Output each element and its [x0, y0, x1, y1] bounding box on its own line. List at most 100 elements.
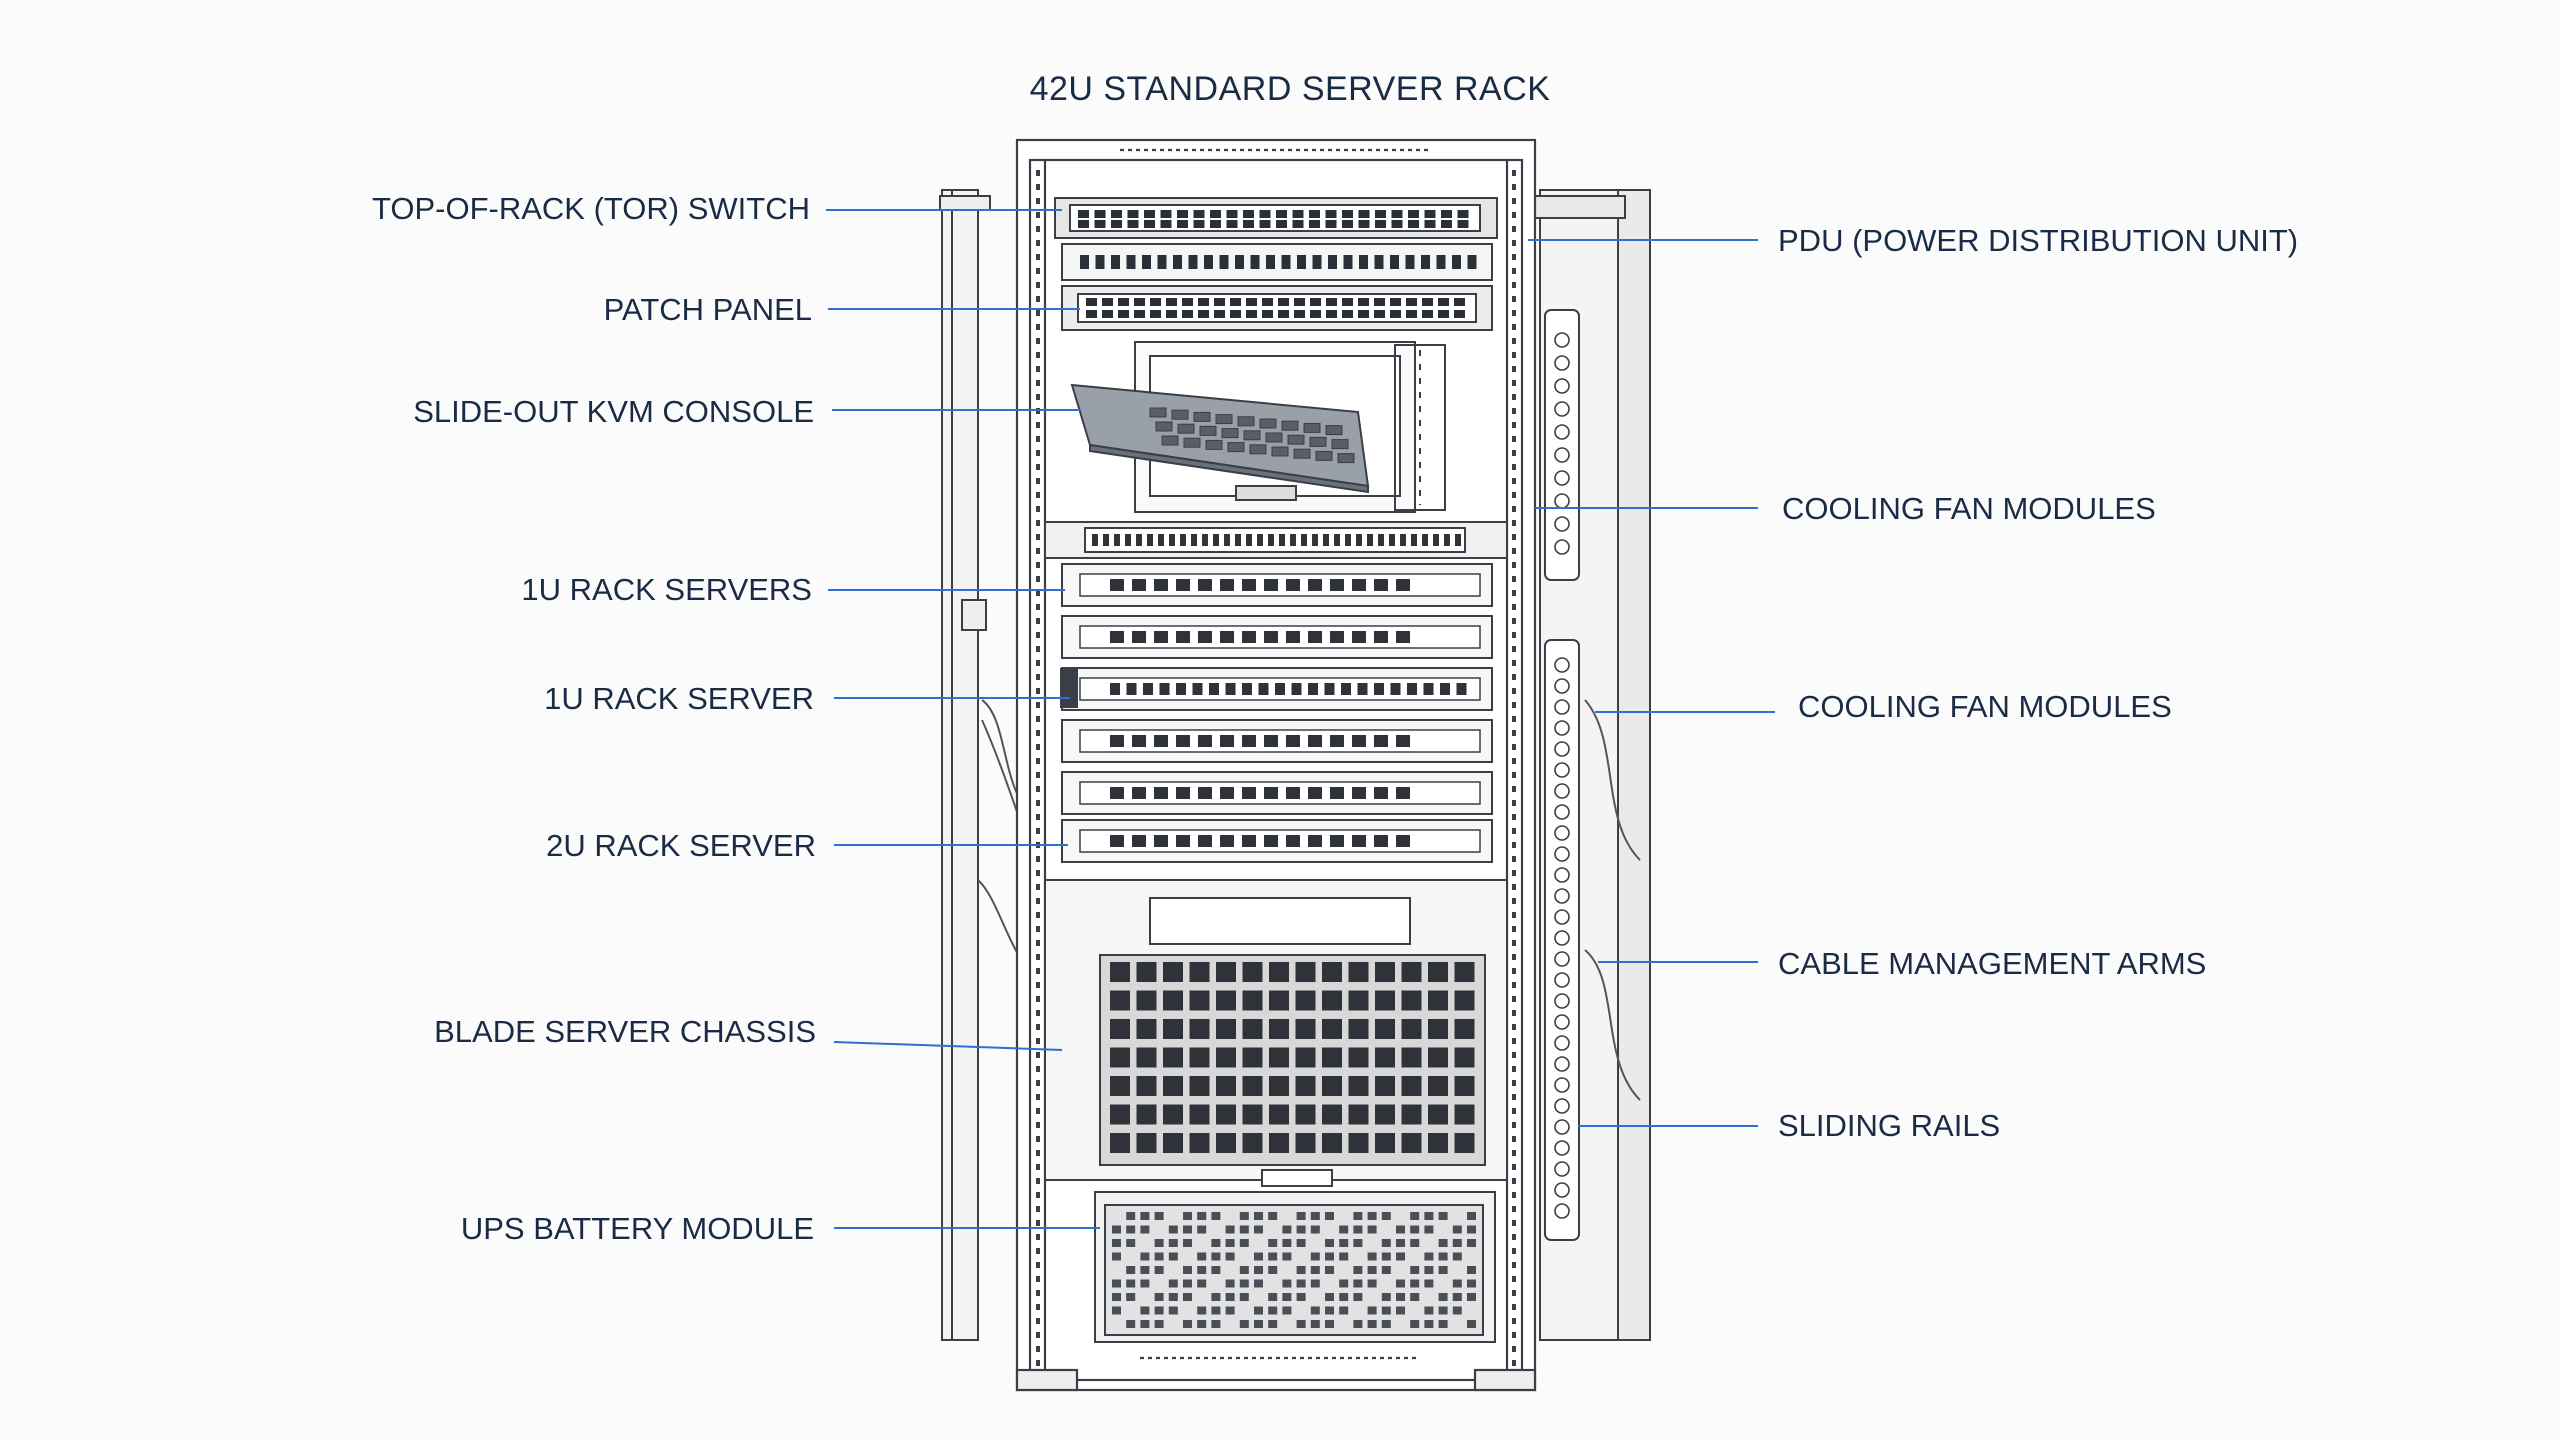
pdu-outlet — [1554, 657, 1570, 673]
blade-slot — [1242, 1047, 1263, 1068]
drive-bay — [1264, 735, 1278, 747]
vent-slot — [1389, 534, 1395, 546]
ups-vent — [1268, 1293, 1278, 1301]
switch-port — [1193, 210, 1205, 218]
drive-bay — [1308, 683, 1318, 695]
ups-vent — [1353, 1320, 1363, 1328]
rail-hole — [1512, 520, 1516, 526]
drive-bay — [1390, 683, 1401, 695]
rail-hole — [1512, 576, 1516, 582]
ups-vent — [1310, 1306, 1320, 1315]
rail-hole — [1036, 366, 1040, 372]
rail-hole — [1036, 884, 1040, 890]
drive-bay — [1198, 787, 1212, 799]
vent-slot — [1103, 534, 1109, 546]
vent-slot — [1213, 534, 1219, 546]
vent-slot — [1191, 534, 1197, 546]
rail-hole — [1036, 1024, 1040, 1030]
rail-hole — [1036, 646, 1040, 652]
ups-vent — [1467, 1266, 1476, 1274]
ups-vent — [1325, 1306, 1334, 1315]
rail-hole — [1512, 212, 1516, 218]
ups-vent — [1225, 1293, 1235, 1301]
switch-port — [1095, 255, 1105, 269]
ups-vent — [1112, 1279, 1121, 1288]
switch-port — [1292, 220, 1304, 228]
patch-port — [1422, 310, 1433, 318]
ups-vent — [1367, 1266, 1377, 1274]
ups-vent — [1367, 1320, 1377, 1328]
switch-port — [1142, 255, 1151, 269]
pdu-outlet — [1554, 378, 1570, 394]
ups-vent — [1339, 1252, 1349, 1261]
blade-slot — [1110, 1076, 1130, 1096]
rail-hole — [1036, 1276, 1040, 1282]
ups-vent — [1353, 1266, 1363, 1274]
ups-vent — [1154, 1320, 1164, 1328]
vent-slot — [1356, 534, 1362, 546]
patch-port — [1374, 298, 1385, 306]
patch-port — [1118, 310, 1129, 318]
blade-slot — [1189, 1047, 1210, 1068]
drive-bay — [1407, 683, 1417, 695]
rail-hole — [1036, 1318, 1040, 1324]
patch-port — [1246, 310, 1257, 318]
ups-vent — [1282, 1225, 1292, 1234]
rail-hole — [1512, 534, 1516, 540]
rail-hole — [1036, 1304, 1040, 1310]
ups-vent — [1225, 1306, 1235, 1315]
switch-port — [1210, 210, 1221, 218]
blade-slot — [1242, 1019, 1263, 1039]
switch-port — [1193, 220, 1205, 228]
ups-vent — [1367, 1306, 1377, 1315]
ups-vent — [1452, 1279, 1462, 1288]
patch-panel-ports — [1086, 298, 1465, 318]
drive-bay — [1264, 579, 1278, 591]
switch-port — [1405, 255, 1415, 269]
drive-bay — [1258, 683, 1269, 695]
pdu-outlet — [1554, 516, 1570, 532]
rack-rail-holes — [1036, 170, 1516, 1366]
switch-port — [1281, 255, 1291, 269]
ups-vent — [1452, 1239, 1462, 1247]
patch-port — [1230, 310, 1241, 318]
blade-slot — [1295, 1047, 1316, 1068]
blade-slot — [1216, 1133, 1236, 1153]
patch-port — [1134, 298, 1145, 306]
label-cable-management-arms: CABLE MANAGEMENT ARMS — [1778, 946, 2207, 981]
switch-port — [1342, 210, 1353, 218]
rail-hole — [1512, 1276, 1516, 1282]
blade-slot — [1322, 1047, 1342, 1068]
pdu-outlet — [1554, 888, 1570, 904]
blade-slot — [1242, 1133, 1263, 1153]
rail-hole — [1036, 1332, 1040, 1338]
blade-slot — [1295, 962, 1316, 982]
blade-slot — [1242, 962, 1263, 982]
ups-vent — [1467, 1239, 1476, 1247]
label-cooling-fan-modules-upper: COOLING FAN MODULES — [1782, 491, 2156, 526]
rail-hole — [1036, 856, 1040, 862]
label-2u-rack-server: 2U RACK SERVER — [546, 828, 816, 863]
blade-slot — [1110, 962, 1130, 982]
blade-slot — [1428, 962, 1448, 982]
vent-slot — [1345, 534, 1351, 546]
blade-slot — [1242, 1076, 1263, 1096]
rail-hole — [1512, 814, 1516, 820]
blade-slot — [1163, 1104, 1183, 1125]
patch-port — [1310, 298, 1321, 306]
drive-bay — [1286, 835, 1300, 847]
patch-port — [1166, 298, 1177, 306]
ups-vent — [1140, 1279, 1150, 1288]
rail-hole — [1512, 716, 1516, 722]
ups-vent — [1424, 1306, 1434, 1315]
pdu-outlet — [1554, 1056, 1570, 1072]
switch-port — [1111, 255, 1120, 269]
switch-port — [1266, 255, 1275, 269]
patch-port — [1102, 310, 1113, 318]
switch-port — [1276, 210, 1287, 218]
rail-hole — [1036, 1346, 1040, 1352]
drive-bay — [1330, 631, 1344, 643]
ups-vent — [1367, 1225, 1377, 1234]
rail-hole — [1512, 1094, 1516, 1100]
pdu-outlet — [1554, 424, 1570, 440]
